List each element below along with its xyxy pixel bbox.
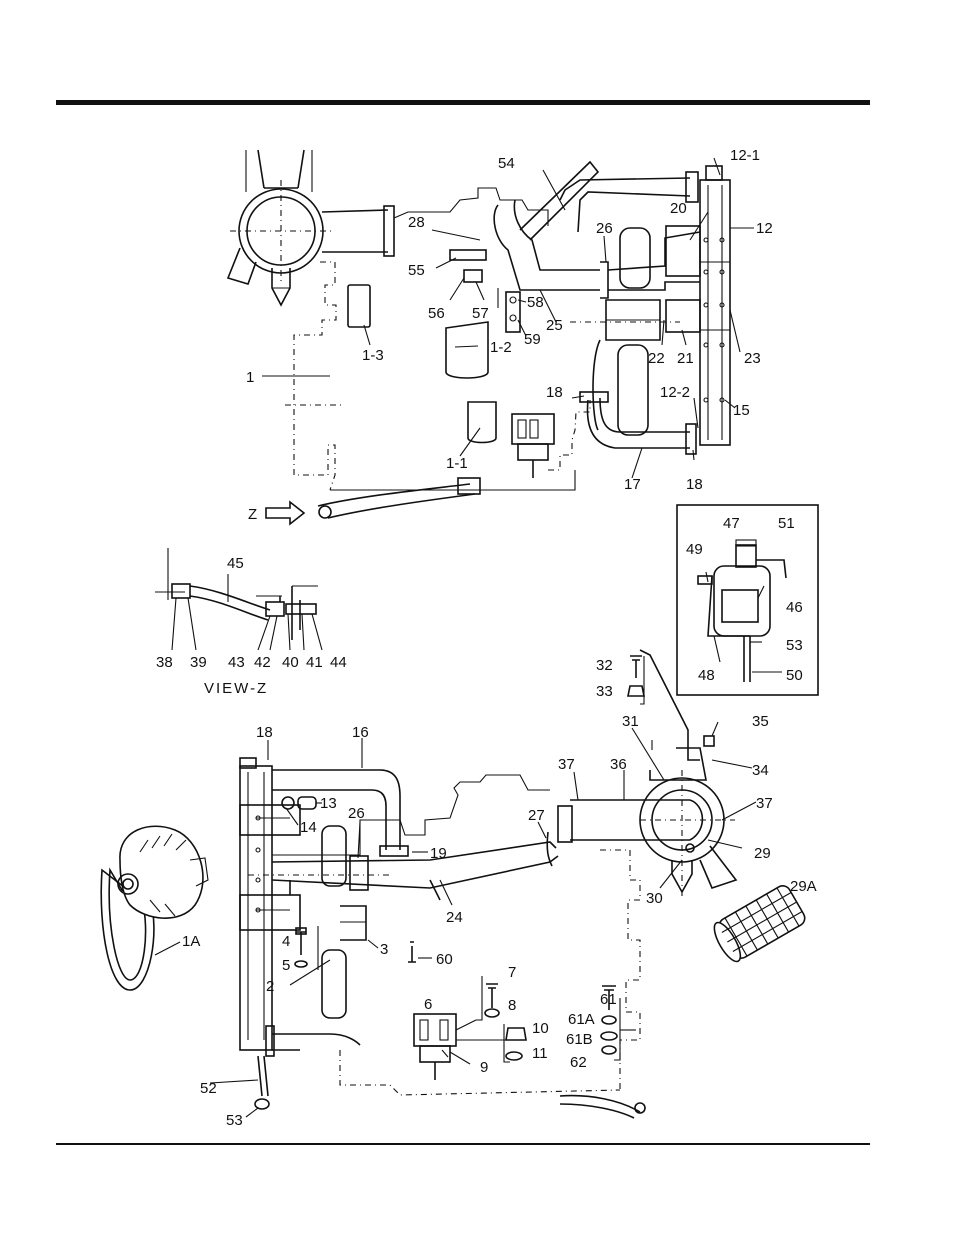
label-47: 47: [723, 515, 740, 532]
label-59: 59: [524, 331, 541, 348]
label-28: 28: [408, 214, 425, 231]
label-7: 7: [508, 964, 516, 981]
label-24: 24: [446, 909, 463, 926]
label-12: 12: [756, 220, 773, 237]
label-51: 51: [778, 515, 795, 532]
label-18-top: 18: [546, 384, 563, 401]
label-11: 11: [532, 1045, 548, 1062]
label-35: 35: [752, 713, 769, 730]
label-44: 44: [330, 654, 347, 671]
label-18-bottom: 18: [256, 724, 273, 741]
label-48: 48: [698, 667, 715, 684]
label-43: 43: [228, 654, 245, 671]
label-12-2: 12-2: [660, 384, 690, 401]
label-37-top: 37: [558, 756, 575, 773]
label-49: 49: [686, 541, 703, 558]
label-53-bottom: 53: [226, 1112, 243, 1129]
label-22: 22: [648, 350, 665, 367]
air-element: [709, 883, 807, 965]
label-54: 54: [498, 155, 515, 172]
label-1: 1: [246, 369, 254, 386]
label-12-1: 12-1: [730, 147, 760, 164]
label-58: 58: [527, 294, 544, 311]
label-57: 57: [472, 305, 489, 322]
label-20: 20: [670, 200, 687, 217]
label-61: 61: [600, 991, 617, 1008]
label-17: 17: [624, 476, 641, 493]
label-Z: Z: [248, 506, 257, 523]
label-29: 29: [754, 845, 771, 862]
label-1-3: 1-3: [362, 347, 384, 364]
label-34: 34: [752, 762, 769, 779]
label-1A: 1A: [182, 933, 200, 950]
alternator-belt: [101, 826, 208, 990]
label-62: 62: [570, 1054, 587, 1071]
label-2: 2: [266, 978, 274, 995]
label-55: 55: [408, 262, 425, 279]
label-13: 13: [320, 795, 337, 812]
label-56: 56: [428, 305, 445, 322]
label-42: 42: [254, 654, 271, 671]
label-3: 3: [380, 941, 388, 958]
label-14: 14: [300, 819, 317, 836]
label-40: 40: [282, 654, 299, 671]
label-36: 36: [610, 756, 627, 773]
label-26-top: 26: [596, 220, 613, 237]
label-18-bottom-right: 18: [686, 476, 703, 493]
label-27: 27: [528, 807, 545, 824]
label-16: 16: [352, 724, 369, 741]
label-8: 8: [508, 997, 516, 1014]
label-1-2: 1-2: [490, 339, 512, 356]
label-32: 32: [596, 657, 613, 674]
label-21: 21: [677, 350, 694, 367]
label-30: 30: [646, 890, 663, 907]
label-61B: 61B: [566, 1031, 593, 1048]
label-5: 5: [282, 957, 290, 974]
label-61A: 61A: [568, 1011, 595, 1028]
label-4: 4: [282, 933, 290, 950]
label-41: 41: [306, 654, 323, 671]
label-29A: 29A: [790, 878, 817, 895]
label-33: 33: [596, 683, 613, 700]
label-10: 10: [532, 1020, 549, 1037]
label-19: 19: [430, 845, 447, 862]
top-engine-view: [228, 150, 730, 524]
part-labels: 12-1 54 20 12 28 26 55 58 56 57 25 59 22…: [156, 147, 817, 1129]
air-cleaner-top: [228, 150, 335, 305]
label-1-1: 1-1: [446, 455, 468, 472]
label-26-bottom: 26: [348, 805, 365, 822]
label-23: 23: [744, 350, 761, 367]
view-z-title: VIEW-Z: [204, 680, 268, 697]
label-9: 9: [480, 1059, 488, 1076]
label-37-right: 37: [756, 795, 773, 812]
label-52: 52: [200, 1080, 217, 1097]
bottom-engine-view: [101, 650, 807, 1118]
label-39: 39: [190, 654, 207, 671]
radiator-side: [240, 758, 390, 1050]
label-38: 38: [156, 654, 173, 671]
label-15: 15: [733, 402, 750, 419]
label-46: 46: [786, 599, 803, 616]
label-31: 31: [622, 713, 639, 730]
label-6: 6: [424, 996, 432, 1013]
label-53-inset: 53: [786, 637, 803, 654]
label-25: 25: [546, 317, 563, 334]
label-50: 50: [786, 667, 803, 684]
label-60: 60: [436, 951, 453, 968]
label-45: 45: [227, 555, 244, 572]
